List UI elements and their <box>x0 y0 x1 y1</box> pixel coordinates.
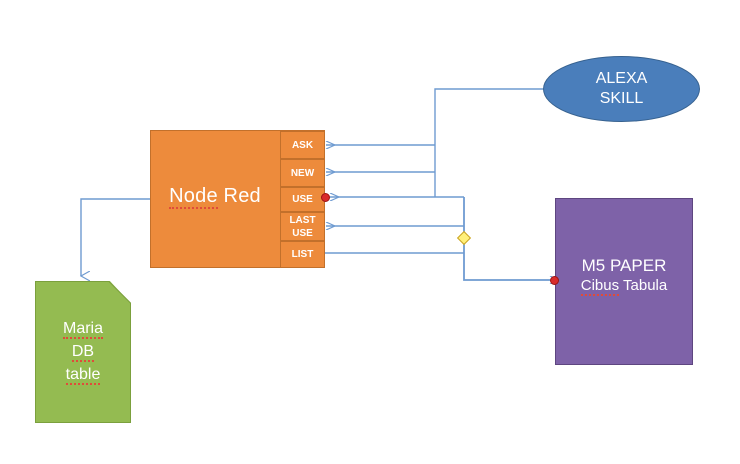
alexa-skill-line2: SKILL <box>599 90 644 107</box>
m5-paper-label: M5 PAPER Cibus Tabula <box>555 255 693 296</box>
mariadb-outline <box>35 281 131 423</box>
alexa-skill-node[interactable]: ALEXA SKILL <box>543 56 700 122</box>
mariadb-label-line2: DB <box>71 343 95 362</box>
node-red-row-list[interactable]: LIST <box>280 241 325 268</box>
waypoint-diamond <box>456 230 472 246</box>
node-red-row-ask[interactable]: ASK <box>280 131 325 159</box>
node-red-row-last-use[interactable]: LAST USE <box>280 212 325 241</box>
alexa-skill-line1: ALEXA <box>595 70 648 87</box>
wire-mariadb <box>81 198 150 276</box>
mariadb-label-line1: Maria <box>62 320 103 339</box>
mariadb-label-line3: table <box>65 366 101 385</box>
m5-paper-node[interactable] <box>555 198 693 365</box>
m5-paper-title: M5 PAPER <box>581 256 667 275</box>
node-red-row-use[interactable]: USE <box>280 187 325 212</box>
mariadb-shape <box>35 281 131 423</box>
wire-alexa-trunk <box>434 88 543 197</box>
node-red-label: Node Red <box>169 185 261 209</box>
node-red-row-new[interactable]: NEW <box>280 159 325 187</box>
wire-m5-trunk <box>463 197 550 280</box>
endpoint-dot-use <box>321 193 330 202</box>
m5-paper-subtitle: Cibus Tabula <box>580 277 668 296</box>
mariadb-label: Maria DB table <box>35 317 131 386</box>
endpoint-dot-m5paper <box>550 276 559 285</box>
